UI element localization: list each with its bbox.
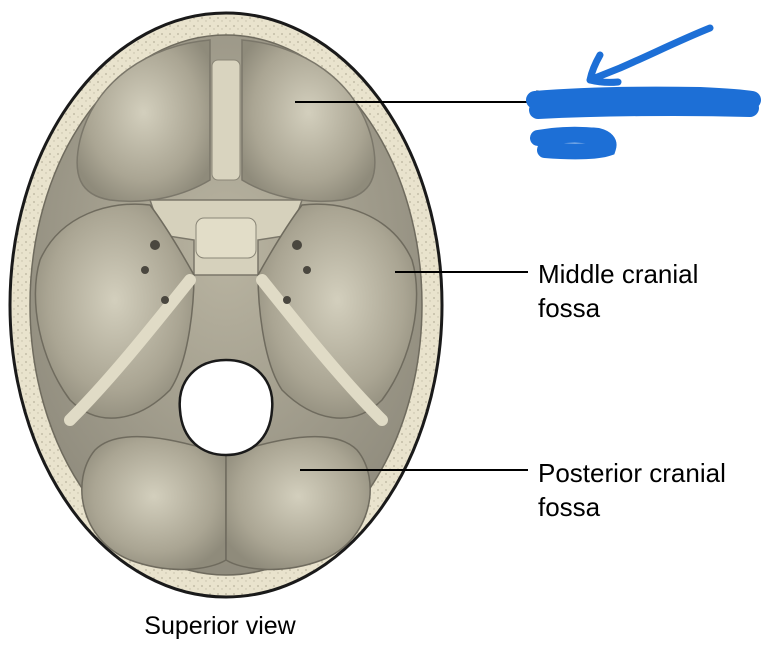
cribriform-plate xyxy=(211,59,241,181)
foramen-right-3 xyxy=(283,296,291,304)
middle-fossa-right xyxy=(257,203,418,419)
label-posterior-line1: Posterior cranial xyxy=(538,458,726,488)
foramen-left-2 xyxy=(141,266,149,274)
middle-fossa-left xyxy=(34,203,195,419)
label-posterior-line2: fossa xyxy=(538,492,601,522)
scribble-bar-2 xyxy=(530,126,617,160)
scribble-arrow xyxy=(586,24,714,86)
scribble-bar-1 xyxy=(526,86,761,119)
posterior-fossa-left xyxy=(81,435,227,571)
foramen-left-3 xyxy=(161,296,169,304)
caption-superior-view: Superior view xyxy=(144,612,296,640)
label-middle-line1: Middle cranial xyxy=(538,259,699,289)
label-middle-line2: fossa xyxy=(538,293,601,323)
anterior-fossa-right xyxy=(241,39,376,203)
foramen-left-1 xyxy=(150,240,160,250)
petrous-ridge-left xyxy=(64,274,196,426)
label-middle-cranial-fossa: Middle cranial fossa xyxy=(538,257,698,325)
foramen-right-1 xyxy=(292,240,302,250)
petrous-ridge-right xyxy=(256,274,388,426)
foramen-magnum xyxy=(178,358,274,457)
sella-turcica xyxy=(195,217,257,259)
label-posterior-cranial-fossa: Posterior cranial fossa xyxy=(538,456,726,524)
foramen-right-2 xyxy=(303,266,311,274)
anterior-fossa-left xyxy=(76,39,211,203)
